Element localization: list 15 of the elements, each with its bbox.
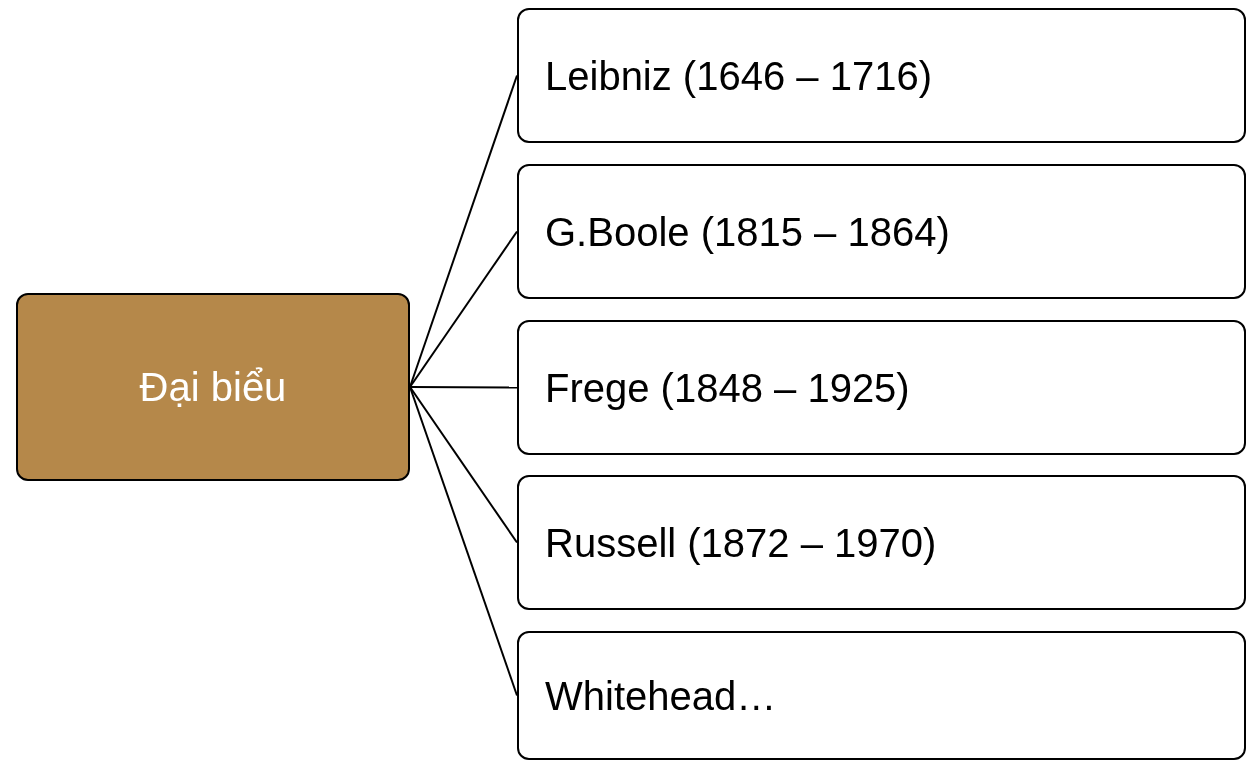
node-text: G.Boole (1815 – 1864) — [545, 208, 950, 256]
connector-line — [409, 386, 518, 389]
node-text: Đại biểu — [139, 364, 287, 411]
name-box — [517, 631, 1246, 760]
name-box — [517, 8, 1246, 143]
connector-line — [409, 386, 518, 544]
category-box — [16, 293, 410, 481]
node-text: Whitehead… — [545, 672, 777, 720]
node-text: Russell (1872 – 1970) — [545, 519, 937, 567]
name-box — [517, 164, 1246, 299]
node-text: Frege (1848 – 1925) — [545, 364, 910, 412]
name-box — [517, 320, 1246, 455]
connector-line — [409, 230, 518, 388]
name-box — [517, 475, 1246, 610]
node-text: Leibniz (1646 – 1716) — [545, 52, 932, 100]
